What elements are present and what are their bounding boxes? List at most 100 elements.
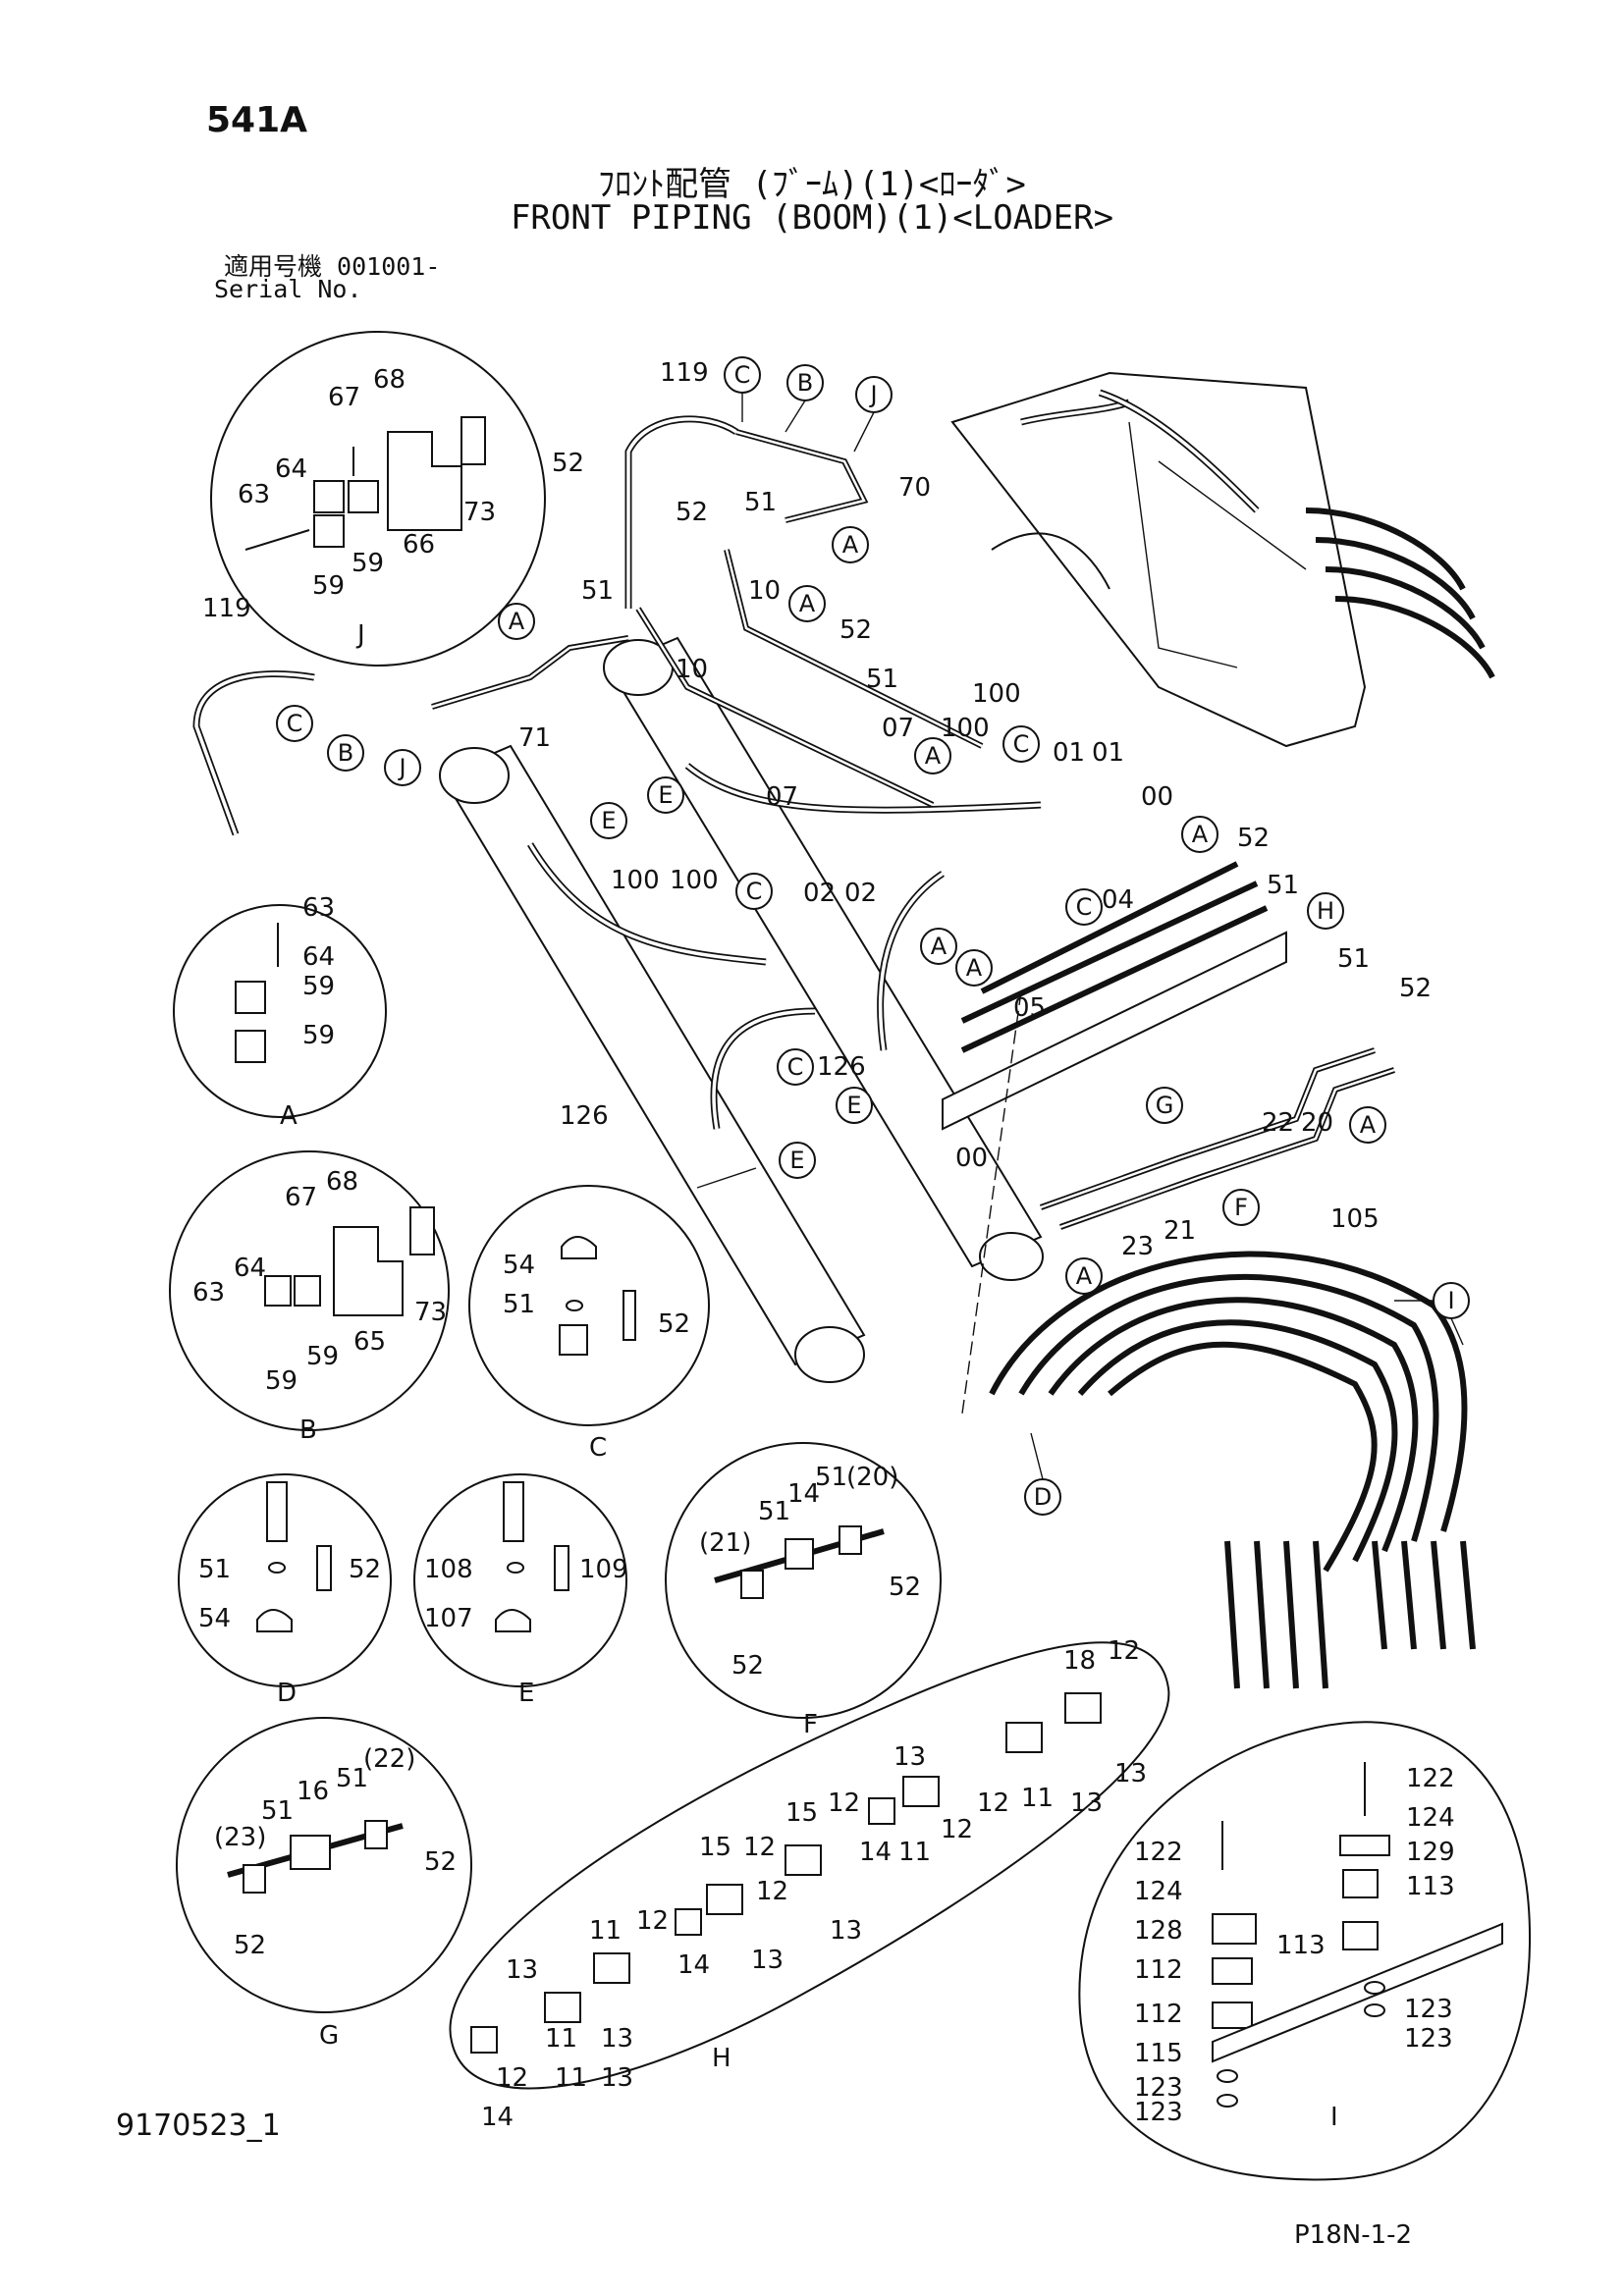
callout-i: I — [1433, 1282, 1470, 1319]
part-label: 51 — [758, 1497, 790, 1526]
part-label: 126 — [560, 1101, 609, 1131]
svg-text:C: C — [1076, 893, 1093, 921]
callout-a: A — [920, 928, 957, 965]
pipe-71 — [431, 635, 629, 710]
part-label: 11 — [589, 1916, 622, 1946]
part-label: 123 — [1404, 1995, 1453, 2024]
svg-text:C: C — [1013, 730, 1030, 758]
part-label: 119 — [202, 594, 251, 623]
part-label: 15 — [699, 1833, 731, 1862]
callout-c: C — [777, 1048, 814, 1086]
detail-view-label: E — [518, 1679, 534, 1708]
detail-view-label: H — [712, 2044, 731, 2073]
drawing-number: 9170523_1 — [116, 2109, 281, 2143]
part-label: 52 — [839, 615, 872, 645]
part-label: 14 — [859, 1838, 892, 1867]
part-label: 67 — [328, 383, 360, 412]
part-label: 23 — [1121, 1232, 1154, 1261]
part-label: 13 — [751, 1946, 784, 1975]
boom-hoses-upper — [1020, 389, 1260, 513]
hose-bundle-105 — [989, 1251, 1476, 1689]
part-label: 15 — [785, 1798, 818, 1828]
part-label: 54 — [503, 1251, 535, 1280]
part-label: 59 — [265, 1366, 298, 1396]
detail-view-b: 67 68 64 63 59 59 65 73 B — [169, 1150, 450, 1445]
callout-c: C — [724, 356, 761, 394]
part-label: 51 — [1337, 944, 1370, 974]
svg-text:A: A — [966, 954, 983, 982]
part-label: 59 — [302, 1021, 335, 1050]
callout-a: A — [1181, 816, 1218, 853]
part-label: 126 — [817, 1052, 866, 1082]
part-label: 11 — [898, 1838, 931, 1867]
part-label: 01 — [1053, 738, 1085, 768]
part-label: 11 — [545, 2024, 577, 2054]
detail-view-label: I — [1330, 2103, 1338, 2132]
part-label: 124 — [1134, 1877, 1183, 1906]
part-label: 113 — [1406, 1872, 1455, 1901]
title-english: FRONT PIPING (BOOM)(1)<LOADER> — [510, 198, 1114, 238]
part-label: 18 — [1063, 1646, 1096, 1676]
part-label: 68 — [326, 1167, 358, 1197]
part-label: 21 — [1164, 1216, 1196, 1246]
detail-view-a: 63 64 59 59 A — [173, 893, 387, 1131]
callout-c: C — [276, 705, 313, 742]
callout-a: A — [832, 526, 869, 563]
part-label: 73 — [414, 1298, 447, 1327]
part-label: 123 — [1134, 2098, 1183, 2127]
detail-view-f: (21) 51 14 51 (20) 52 52 F — [665, 1442, 942, 1739]
part-label: 113 — [1276, 1931, 1326, 1960]
page-code: 541A — [206, 100, 308, 140]
pipe-block-center — [942, 861, 1287, 1131]
part-label: 51 — [581, 576, 614, 606]
part-label: 105 — [1330, 1204, 1380, 1234]
detail-view-label: G — [319, 2021, 339, 2051]
part-label: 63 — [192, 1278, 225, 1308]
part-label: 13 — [1070, 1789, 1103, 1818]
part-label: 123 — [1404, 2024, 1453, 2054]
part-label: 02 — [803, 879, 836, 908]
part-label: 52 — [676, 498, 708, 527]
detail-view-h: 18 12 13 13 12 11 13 15 12 12 14 11 12 1… — [449, 1636, 1170, 2132]
part-label: 51 — [336, 1764, 368, 1793]
part-label: 10 — [676, 655, 708, 684]
part-label: (22) — [363, 1744, 415, 1774]
callout-e: E — [836, 1087, 873, 1124]
part-label: 52 — [658, 1309, 690, 1339]
part-label: 119 — [660, 358, 709, 388]
boom-cylinder-right — [603, 636, 1044, 1281]
svg-text:J: J — [868, 381, 877, 408]
part-label: 13 — [601, 2024, 633, 2054]
part-label: 68 — [373, 365, 406, 395]
part-label: 51 — [261, 1796, 294, 1826]
part-label: 51 — [1267, 871, 1299, 900]
svg-text:C: C — [287, 710, 303, 737]
detail-view-i: 122 124 129 113 113 122 124 128 112 112 … — [1078, 1721, 1532, 2181]
part-label: 109 — [579, 1555, 628, 1584]
part-label: 100 — [670, 866, 719, 895]
part-label: 100 — [941, 714, 990, 743]
part-label: 100 — [972, 679, 1021, 709]
svg-text:D: D — [1034, 1483, 1052, 1511]
part-label: 52 — [234, 1931, 266, 1960]
serial-label-english: Serial No. — [214, 275, 362, 303]
part-label: 52 — [552, 449, 584, 478]
serial-label-japanese: 適用号機 001001- — [224, 252, 441, 281]
part-label: 12 — [828, 1789, 860, 1818]
part-label: 12 — [496, 2063, 528, 2093]
part-label: 52 — [889, 1573, 921, 1602]
callout-b: B — [327, 734, 364, 772]
page-reference: P18N-1-2 — [1294, 2220, 1413, 2250]
svg-text:C: C — [746, 878, 763, 905]
hose-119-left — [192, 670, 315, 836]
part-label: 64 — [275, 454, 307, 484]
part-label: 52 — [424, 1847, 457, 1877]
pipes-20-21-22-23 — [1039, 1047, 1395, 1230]
part-label: 12 — [1108, 1636, 1140, 1666]
callout-h: H — [1307, 892, 1344, 930]
svg-text:I: I — [1447, 1287, 1454, 1314]
part-label: 01 — [1092, 738, 1124, 768]
callout-a: A — [914, 737, 951, 774]
callout-a: A — [955, 949, 993, 987]
